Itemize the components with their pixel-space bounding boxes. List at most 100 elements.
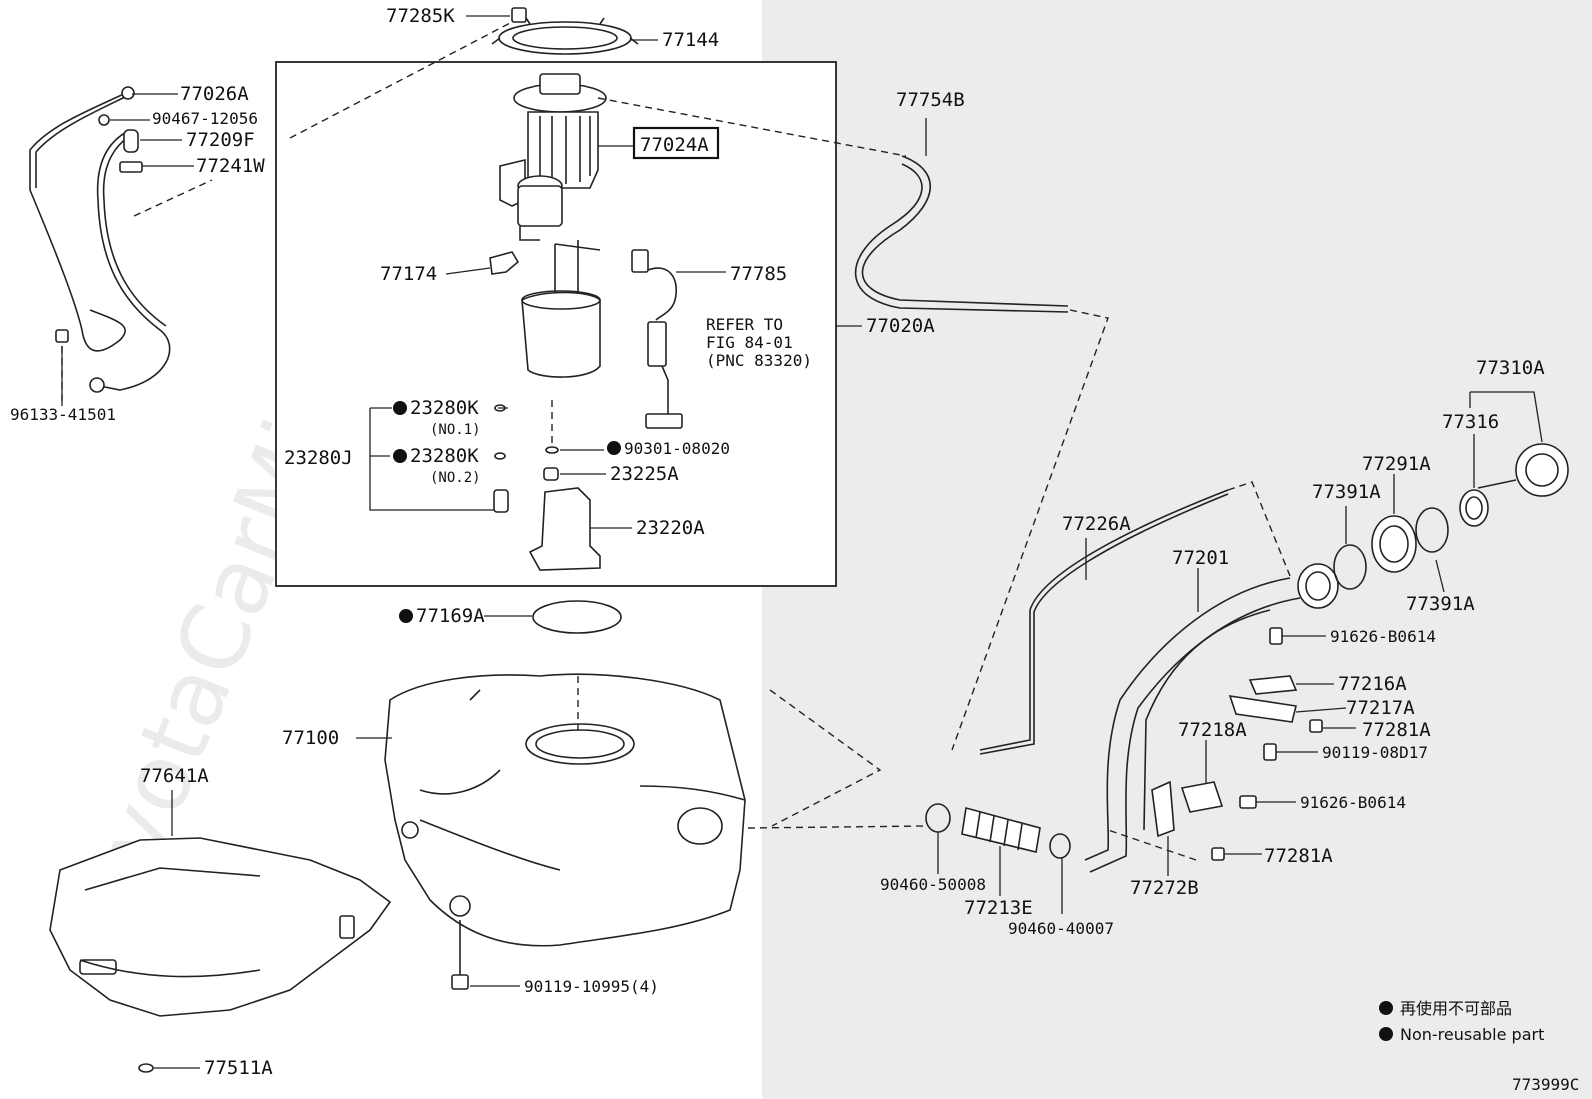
gasket-23280k-no2[interactable] (494, 452, 506, 460)
fuel-pump-assy-77024a[interactable] (499, 73, 607, 241)
bracket-77218a[interactable] (1180, 781, 1224, 813)
fuel-filter-canister[interactable] (521, 240, 601, 378)
non-reusable-dot (607, 441, 621, 455)
retainer-ring-77144[interactable] (491, 17, 639, 55)
vent-hose-77754b[interactable] (854, 155, 1069, 313)
bolt-91626-2[interactable] (1239, 795, 1257, 809)
label-77241w[interactable]: 77241W (196, 155, 265, 177)
label-77217a[interactable]: 77217A (1346, 697, 1415, 719)
clamp-96133[interactable] (55, 329, 69, 343)
bracket-77216a[interactable] (1248, 675, 1298, 695)
clip-77281a-1[interactable] (1309, 719, 1323, 733)
label-90119-08d17[interactable]: 90119-08D17 (1322, 743, 1428, 762)
refer-line-2: FIG 84-01 (706, 333, 793, 352)
gasket-77391a-2[interactable] (1415, 507, 1449, 553)
figure-code: 773999C (1512, 1075, 1579, 1094)
legend-japanese: 再使用不可部品 (1400, 999, 1512, 1018)
label-77218a[interactable]: 77218A (1178, 719, 1247, 741)
label-77020a[interactable]: 77020A (866, 315, 935, 337)
label-77026a[interactable]: 77026A (180, 83, 249, 105)
label-77785[interactable]: 77785 (730, 263, 787, 285)
label-77100[interactable]: 77100 (282, 727, 339, 749)
clamp-77241w[interactable] (119, 161, 143, 173)
hose-77209f[interactable] (123, 129, 139, 153)
legend-dot-2 (1379, 1027, 1393, 1041)
non-reusable-dot (393, 401, 407, 415)
label-no2: (NO.2) (430, 470, 481, 486)
wire-harness-77785[interactable] (631, 249, 677, 321)
label-77291a[interactable]: 77291A (1362, 453, 1431, 475)
refer-line-3: (PNC 83320) (706, 351, 812, 370)
label-77281a-2[interactable]: 77281A (1264, 845, 1333, 867)
bolt-91626-1[interactable] (1269, 627, 1283, 645)
label-77391a-1[interactable]: 77391A (1312, 481, 1381, 503)
label-77272b[interactable]: 77272B (1130, 877, 1199, 899)
label-77174[interactable]: 77174 (380, 263, 437, 285)
fuel-sender-gauge[interactable] (645, 321, 683, 429)
fuel-cap-77310a[interactable] (1477, 443, 1569, 497)
cap-ring-77291a[interactable] (1371, 515, 1417, 573)
protector-77641a[interactable] (49, 837, 392, 1017)
label-90467-12056[interactable]: 90467-12056 (152, 109, 258, 128)
clip-77511a[interactable] (138, 1063, 154, 1073)
label-77169a[interactable]: 77169A (416, 605, 485, 627)
label-77201[interactable]: 77201 (1172, 547, 1229, 569)
cushion-23225a[interactable] (543, 467, 559, 481)
label-77285k[interactable]: 77285K (386, 5, 455, 27)
label-91626-b0614-2[interactable]: 91626-B0614 (1300, 793, 1406, 812)
legend: 再使用不可部品 Non-reusable part (1379, 999, 1544, 1044)
label-77281a-1[interactable]: 77281A (1362, 719, 1431, 741)
leader-lines (61, 15, 1543, 1069)
bolt-90119-10995[interactable] (451, 920, 469, 990)
label-77216a[interactable]: 77216A (1338, 673, 1407, 695)
label-77144[interactable]: 77144 (662, 29, 719, 51)
o-ring-77169a[interactable] (532, 600, 622, 634)
breather-pipe-77026a[interactable] (29, 86, 171, 393)
label-90119-10995[interactable]: 90119-10995(4) (524, 977, 659, 996)
clamp-90460-40007[interactable] (1049, 833, 1071, 859)
shaded-region (762, 0, 1592, 1099)
label-77391a-2[interactable]: 77391A (1406, 593, 1475, 615)
washer-90301[interactable] (545, 446, 559, 454)
label-96133-41501[interactable]: 96133-41501 (10, 405, 116, 424)
non-reusable-dot (393, 449, 407, 463)
bolt-90119-08d17[interactable] (1263, 743, 1277, 761)
label-90301-08020[interactable]: 90301-08020 (624, 439, 730, 458)
highlight-box (632, 126, 720, 160)
non-reusable-dot (399, 609, 413, 623)
breather-tube-77226a[interactable] (979, 489, 1229, 755)
bracket-77217a[interactable] (1228, 695, 1297, 723)
label-77226a[interactable]: 77226A (1062, 513, 1131, 535)
label-23280j[interactable]: 23280J (284, 447, 353, 469)
fuel-tank-77100[interactable] (384, 673, 746, 947)
clip-77285k[interactable] (511, 7, 527, 23)
clip-77281a-2[interactable] (1211, 847, 1225, 861)
bracket-77174[interactable] (489, 251, 520, 275)
label-23280k-no2[interactable]: 23280K (410, 445, 479, 467)
label-23280k-no1[interactable]: 23280K (410, 397, 479, 419)
label-77209f[interactable]: 77209F (186, 129, 255, 151)
fitting-23280j[interactable] (493, 489, 509, 513)
label-77316[interactable]: 77316 (1442, 411, 1499, 433)
label-90460-50008[interactable]: 90460-50008 (880, 875, 986, 894)
bracket-77272b[interactable] (1151, 780, 1175, 838)
gasket-77391a-1[interactable] (1333, 544, 1367, 590)
label-23225a[interactable]: 23225A (610, 463, 679, 485)
pump-bracket-23220a[interactable] (528, 487, 601, 571)
hose-77213e[interactable] (961, 806, 1041, 853)
label-77213e[interactable]: 77213E (964, 897, 1033, 919)
label-77310a[interactable]: 77310A (1476, 357, 1545, 379)
label-77641a[interactable]: 77641A (140, 765, 209, 787)
label-77024a[interactable]: 77024A (640, 134, 709, 156)
ring-77316[interactable] (1459, 489, 1489, 527)
clip-90467[interactable] (98, 114, 110, 126)
label-23220a[interactable]: 23220A (636, 517, 705, 539)
label-77511a[interactable]: 77511A (204, 1057, 273, 1079)
filler-pipe-77201[interactable] (1084, 563, 1339, 873)
label-90460-40007[interactable]: 90460-40007 (1008, 919, 1114, 938)
label-91626-b0614-1[interactable]: 91626-B0614 (1330, 627, 1436, 646)
label-no1: (NO.1) (430, 422, 481, 438)
label-77754b[interactable]: 77754B (896, 89, 965, 111)
part-labels: 77285K 77144 77026A 90467-12056 77209F 7… (10, 5, 1545, 1079)
